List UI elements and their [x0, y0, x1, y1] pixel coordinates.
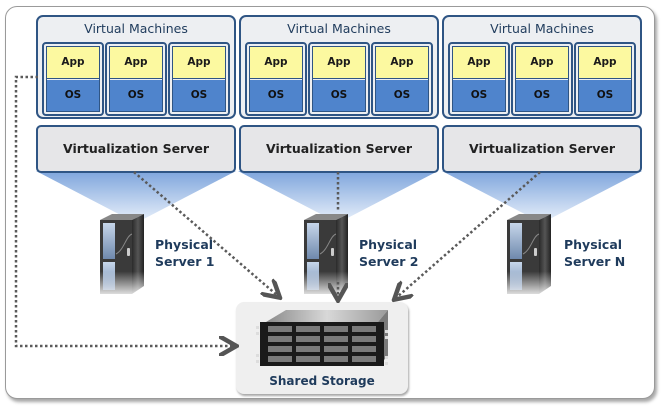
connector-left-storage: [14, 75, 234, 346]
label-line: Server 1: [155, 254, 215, 269]
physical-server-n-label: Physical Server N: [564, 236, 625, 270]
vm-group-1: Virtual Machines App OS App OS App OS: [36, 15, 236, 119]
vm: App OS: [448, 42, 510, 116]
app-layer: App: [579, 47, 631, 79]
tower-server-icon: [98, 214, 146, 296]
vm: App OS: [245, 42, 307, 116]
os-layer: OS: [47, 80, 99, 111]
vm-group-2: Virtual Machines App OS App OS App OS: [239, 15, 439, 119]
app-layer: App: [47, 47, 99, 79]
tower-server-icon: [505, 214, 553, 296]
vm: App OS: [42, 42, 104, 116]
vm: App OS: [308, 42, 370, 116]
os-layer: OS: [313, 80, 365, 111]
shared-storage: Shared Storage: [236, 302, 408, 394]
label-line: Physical: [155, 237, 214, 252]
virtualization-server-2: Virtualization Server: [239, 125, 439, 173]
vm-group-3: Virtual Machines App OS App OS App OS: [442, 15, 642, 119]
label-line: Physical: [564, 237, 623, 252]
os-layer: OS: [376, 80, 428, 111]
vm: App OS: [168, 42, 230, 116]
app-layer: App: [313, 47, 365, 79]
label-line: Physical: [359, 237, 418, 252]
vm: App OS: [574, 42, 636, 116]
vm-group-title: Virtual Machines: [84, 21, 188, 36]
connector-server1-storage: [133, 171, 278, 296]
app-layer: App: [173, 47, 225, 79]
virtualization-server-3: Virtualization Server: [442, 125, 642, 173]
os-layer: OS: [110, 80, 162, 111]
vm: App OS: [511, 42, 573, 116]
os-layer: OS: [250, 80, 302, 111]
physical-server-2-label: Physical Server 2: [359, 236, 419, 270]
label-line: Server 2: [359, 254, 419, 269]
tower-server-icon: [302, 214, 350, 296]
projection-cone-3: [442, 171, 642, 223]
app-layer: App: [110, 47, 162, 79]
connector-servern-storage: [396, 171, 541, 298]
app-layer: App: [250, 47, 302, 79]
projection-cone-1: [36, 171, 236, 223]
shared-storage-label: Shared Storage: [269, 374, 375, 388]
storage-array-icon: [256, 310, 388, 366]
os-layer: OS: [173, 80, 225, 111]
os-layer: OS: [516, 80, 568, 111]
app-layer: App: [453, 47, 505, 79]
vm-group-title: Virtual Machines: [287, 21, 391, 36]
app-layer: App: [516, 47, 568, 79]
virtualization-server-1: Virtualization Server: [36, 125, 236, 173]
vm: App OS: [105, 42, 167, 116]
os-layer: OS: [579, 80, 631, 111]
label-line: Server N: [564, 254, 626, 269]
os-layer: OS: [453, 80, 505, 111]
vm-group-title: Virtual Machines: [490, 21, 594, 36]
app-layer: App: [376, 47, 428, 79]
physical-server-1-label: Physical Server 1: [155, 236, 215, 270]
vm: App OS: [371, 42, 433, 116]
